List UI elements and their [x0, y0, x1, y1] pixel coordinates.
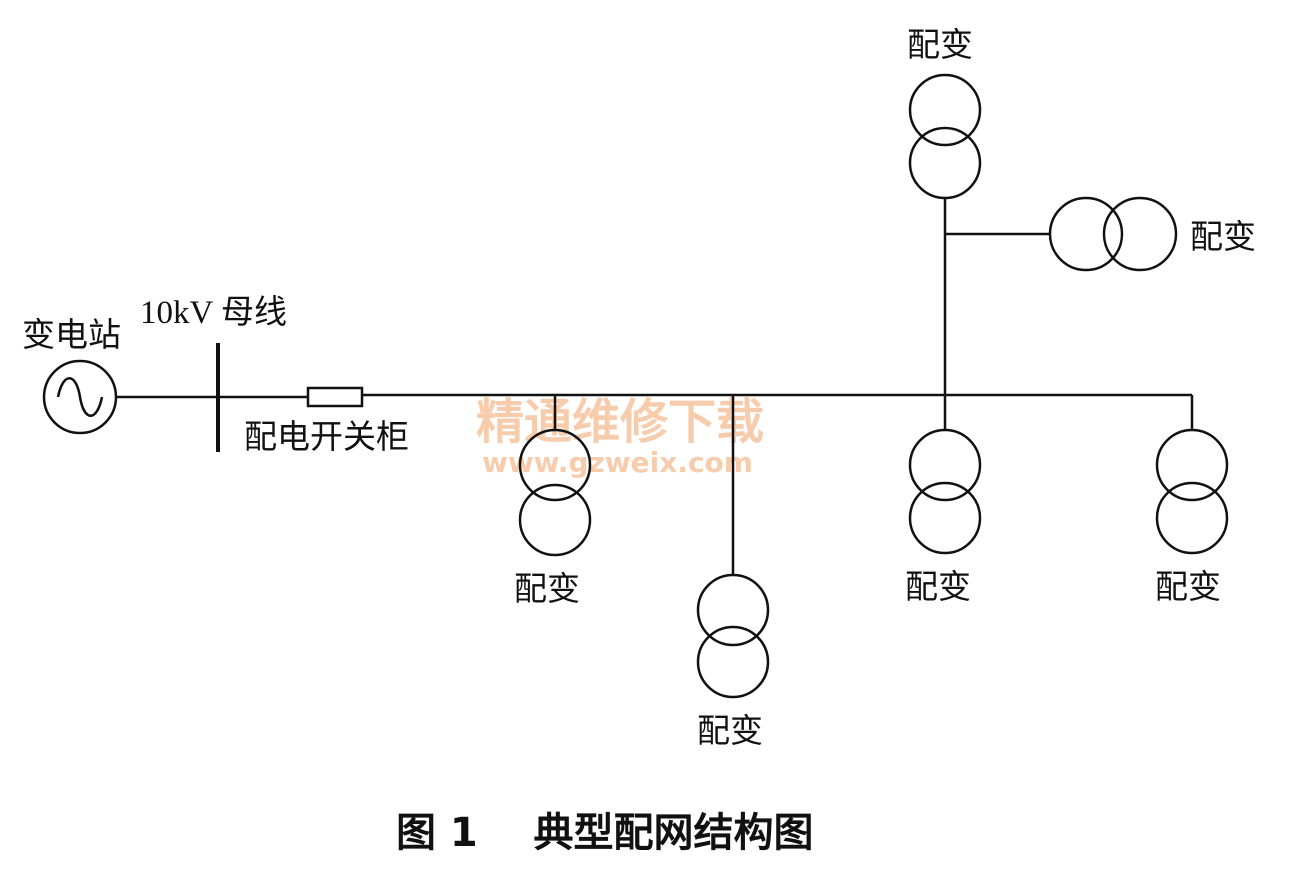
watermark-url: www.gzweix.com: [482, 446, 753, 479]
transformer-2-label: 配变: [697, 711, 763, 750]
ac-wave-icon: [56, 377, 104, 417]
watermark-text: 精通维修下载: [476, 394, 764, 450]
transformer-6: [1155, 428, 1229, 555]
transformer-4: [1048, 196, 1178, 272]
watermark: 精通维修下载 www.gzweix.com: [476, 394, 764, 479]
switchgear-breaker: [306, 386, 364, 408]
figure-caption: 图 1 典型配网结构图: [396, 810, 813, 856]
substation-label: 变电站: [22, 315, 121, 354]
transformer-3: [908, 73, 982, 200]
transformer-1: [518, 428, 592, 557]
transformer-1-label: 配变: [514, 569, 580, 608]
transformer-2: [696, 573, 770, 699]
switchgear-label: 配电开关柜: [244, 417, 409, 456]
transformer-3-label: 配变: [907, 25, 973, 64]
transformer-5-label: 配变: [905, 567, 971, 606]
bus-label: 10kV 母线: [140, 294, 287, 331]
transformer-6-label: 配变: [1155, 567, 1221, 606]
transformer-5: [908, 428, 982, 555]
transformer-4-label: 配变: [1190, 217, 1256, 256]
substation-source: [42, 359, 118, 435]
